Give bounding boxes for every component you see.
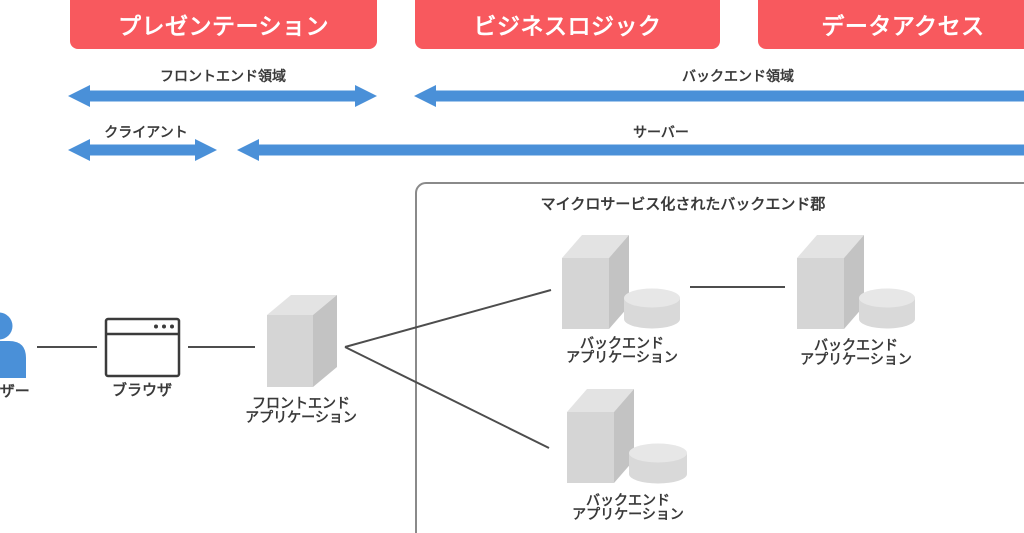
backend-app-1-label: バックエンド アプリケーション (566, 336, 678, 364)
layer-box-data-access: データアクセス (758, 0, 1024, 49)
backend-app-1-icon (562, 235, 680, 329)
user-icon (0, 312, 26, 378)
frontend-app-label: フロントエンド アプリケーション (245, 396, 357, 424)
server-range-label: サーバー (633, 124, 689, 140)
backend-app-3-icon (567, 389, 687, 484)
server-range-arrow (237, 139, 1024, 161)
layer-box-presentation: プレゼンテーション (70, 0, 377, 49)
microservices-group-border (415, 182, 1024, 533)
backend-range-label: バックエンド領域 (682, 68, 794, 84)
frontend-app-label-line1: フロントエンド (251, 395, 350, 411)
browser-label: ブラウザ (111, 382, 173, 399)
layer-label-data-access: データアクセス (821, 12, 985, 39)
microservices-group-title: マイクロサービス化されたバックエンド郡 (540, 196, 826, 213)
layer-label-business-logic: ビジネスロジック (473, 12, 662, 39)
frontend-range-arrow (68, 85, 377, 107)
backend-app-3-label-line2: アプリケーション (572, 506, 684, 522)
backend-app-1-label-line1: バックエンド (579, 335, 664, 351)
browser-icon (104, 317, 181, 378)
backend-app-2-label-line1: バックエンド (813, 337, 898, 353)
frontend-app-label-line2: アプリケーション (245, 409, 357, 425)
backend-app-2-label-line2: アプリケーション (800, 351, 912, 367)
client-range-arrow (68, 139, 217, 161)
layer-label-presentation: プレゼンテーション (117, 12, 330, 39)
backend-range-arrow (414, 85, 1024, 107)
backend-app-2-label: バックエンド アプリケーション (800, 338, 912, 366)
backend-app-1-label-line2: アプリケーション (566, 349, 678, 365)
client-range-label: クライアント (104, 124, 188, 140)
backend-app-3-label-line1: バックエンド (585, 492, 670, 508)
frontend-range-label: フロントエンド領域 (160, 68, 286, 84)
frontend-app-icon (267, 295, 337, 387)
backend-app-3-label: バックエンド アプリケーション (572, 493, 684, 521)
connection-lines (37, 286, 785, 449)
layer-box-business-logic: ビジネスロジック (415, 0, 720, 49)
user-label: ユーザー (0, 383, 30, 400)
backend-app-2-icon (797, 235, 915, 329)
